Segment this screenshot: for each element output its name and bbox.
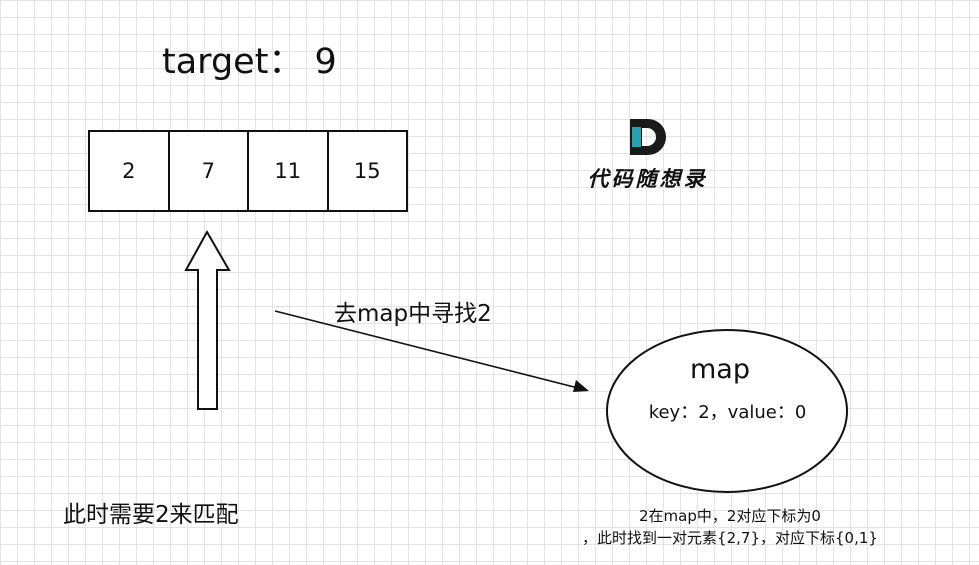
explanation-text: 2在map中，2对应下标为0 ，此时找到一对元素{2,7}，对应下标{0,1} bbox=[520, 505, 940, 549]
array-cell: 11 bbox=[249, 132, 329, 210]
need-match-label: 此时需要2来匹配 bbox=[63, 502, 239, 528]
search-map-label: 去map中寻找2 bbox=[334, 301, 492, 327]
up-arrow bbox=[184, 229, 231, 410]
map-entry: key：2，value：0 bbox=[648, 402, 807, 423]
target-title: target： 9 bbox=[162, 42, 337, 82]
array-cell: 15 bbox=[353, 159, 381, 183]
array-cell: 7 bbox=[170, 132, 249, 210]
logo-text: 代码随想录 bbox=[587, 166, 708, 191]
explanation-line: ，此时找到一对元素{2,7}，对应下标{0,1} bbox=[582, 529, 878, 547]
search-arrow-head bbox=[573, 380, 589, 392]
nums-array: 2 7 11 15 bbox=[88, 130, 408, 212]
array-cell: 2 bbox=[90, 132, 170, 210]
logo-d-icon bbox=[630, 119, 666, 155]
map-ellipse bbox=[606, 329, 848, 493]
search-arrow-line bbox=[274, 310, 579, 389]
map-title: map bbox=[690, 354, 750, 385]
explanation-line: 2在map中，2对应下标为0 bbox=[639, 507, 821, 525]
